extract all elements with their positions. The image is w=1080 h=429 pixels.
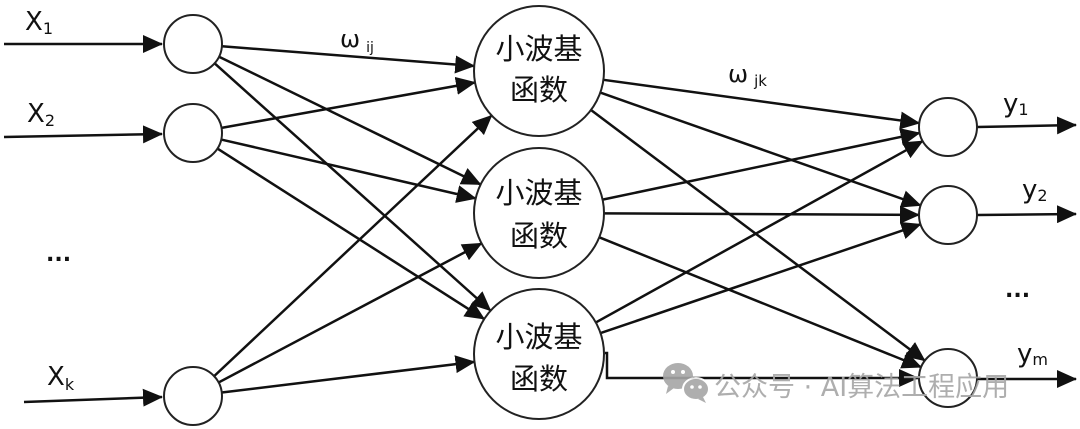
hidden-node-3-line2: 函数 xyxy=(510,362,568,396)
edge-input1-hidden2 xyxy=(218,55,482,186)
edge-input3-hidden3 xyxy=(221,355,476,394)
input-label-k: Xk xyxy=(47,362,75,394)
edge-hidden2-output3 xyxy=(598,236,923,369)
edge-hidden2-output1 xyxy=(602,128,921,201)
output-nodes xyxy=(918,97,978,408)
output-label-1: y1 xyxy=(1003,89,1029,119)
edge-input2-hidden2 xyxy=(220,138,477,203)
input-hidden-connections xyxy=(213,45,493,394)
watermark-text: 公众号 · AI算法工程应用 xyxy=(714,372,1009,403)
output-node-1 xyxy=(918,97,978,157)
input-node-1 xyxy=(163,14,223,74)
input-node-2 xyxy=(163,103,223,163)
hidden-output-connections xyxy=(590,78,926,369)
edge-input1-hidden1 xyxy=(221,45,476,74)
hidden-node-2: 小波基 函数 xyxy=(473,147,605,279)
edge-input2-hidden1 xyxy=(221,76,477,130)
input-nodes xyxy=(163,14,223,426)
edge-hidden3-output1 xyxy=(595,139,924,324)
edge-input1-hidden3 xyxy=(213,62,492,312)
hidden-node-1-line1: 小波基 xyxy=(495,32,582,66)
output-node-m xyxy=(918,348,978,408)
hidden-node-2-line2: 函数 xyxy=(510,219,568,253)
hidden-node-3-line1: 小波基 xyxy=(495,320,582,354)
output-arrows xyxy=(976,116,1077,388)
output-label-2: y2 xyxy=(1022,175,1048,205)
edge-hidden1-output3 xyxy=(590,109,926,362)
output-node-2 xyxy=(918,185,978,245)
input-label-1: X1 xyxy=(25,7,53,38)
edge-hidden1-output2 xyxy=(599,91,922,208)
input-arrow-2 xyxy=(3,125,163,144)
input-label-2: X2 xyxy=(27,99,55,130)
edge-hidden2-output2 xyxy=(603,205,921,224)
edge-hidden3-output2 xyxy=(600,221,922,335)
hidden-node-3: 小波基 函数 xyxy=(473,288,605,420)
edge-hidden1-output1 xyxy=(603,78,921,130)
hidden-node-1-line2: 函数 xyxy=(510,73,568,107)
hidden3-bypass-connection xyxy=(605,351,919,387)
output-label-m: ym xyxy=(1017,339,1048,369)
wechat-icon xyxy=(663,363,710,403)
output-arrow-1 xyxy=(976,116,1077,135)
watermark: 公众号 · AI算法工程应用 xyxy=(663,363,1009,403)
edge-input3-hidden2 xyxy=(218,242,483,384)
output-arrow-2 xyxy=(976,205,1077,224)
input-arrows xyxy=(3,35,163,407)
hidden-nodes: 小波基 函数 小波基 函数 小波基 函数 xyxy=(473,5,605,420)
output-ellipsis: ... xyxy=(1005,278,1030,303)
input-arrow-k xyxy=(23,388,163,407)
input-node-k xyxy=(163,366,223,426)
edge-input3-hidden1 xyxy=(213,114,493,378)
hidden-node-1: 小波基 函数 xyxy=(473,5,605,137)
input-ellipsis: ... xyxy=(46,242,71,267)
edge-input2-hidden3 xyxy=(216,147,486,321)
hidden-node-2-line1: 小波基 xyxy=(495,176,582,210)
